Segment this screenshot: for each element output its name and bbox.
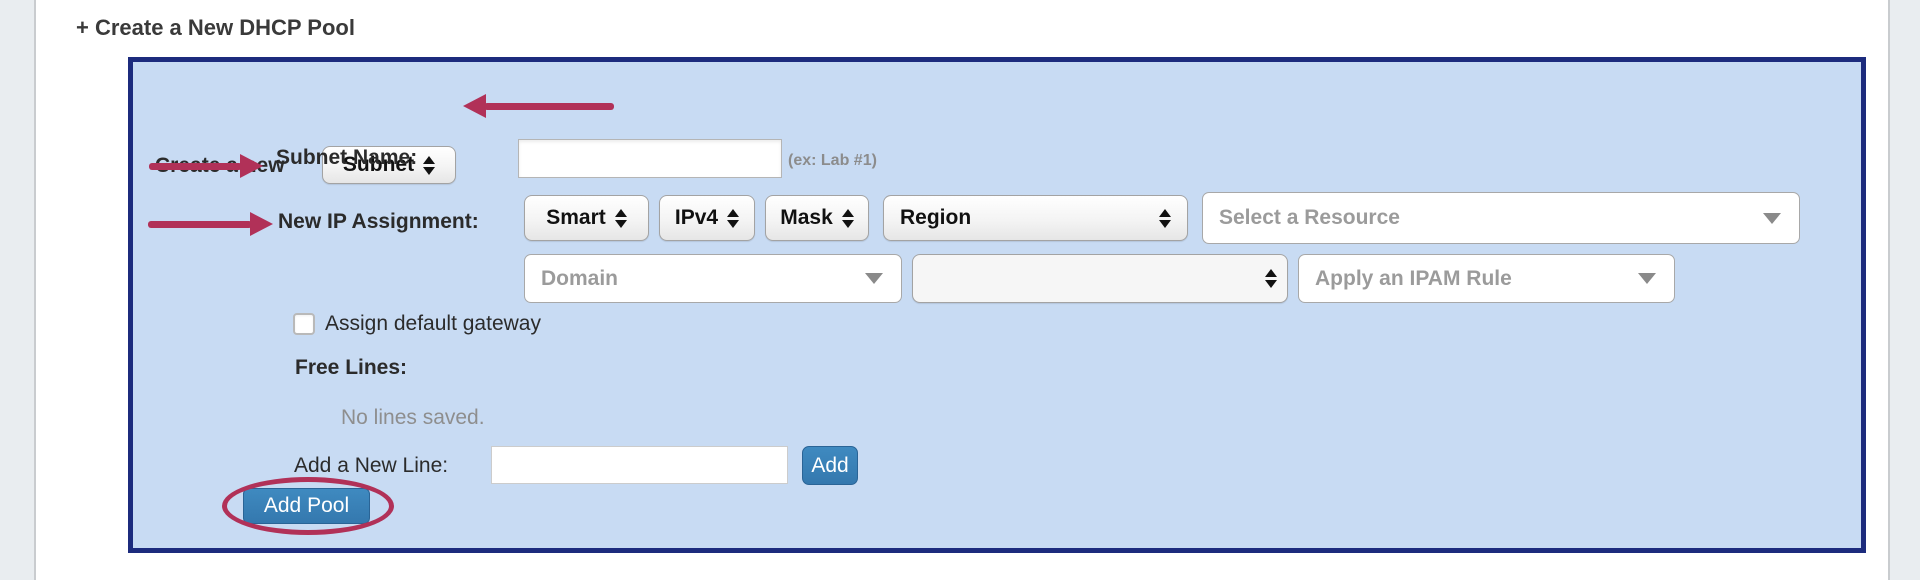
add-line-input[interactable] xyxy=(491,446,788,484)
select-stepper-icon xyxy=(727,208,740,228)
assign-default-gateway-checkbox[interactable] xyxy=(293,313,315,335)
add-a-new-line-label: Add a New Line: xyxy=(294,454,449,477)
ipam-rule-combobox-placeholder: Apply an IPAM Rule xyxy=(1315,266,1512,290)
ip-mode-select[interactable]: Smart xyxy=(524,195,649,241)
ip-family-select-value: IPv4 xyxy=(674,206,719,229)
create-dhcp-pool-panel: Create a new Subnet Subnet Name: (ex: La… xyxy=(128,57,1866,553)
add-line-button[interactable]: Add xyxy=(802,446,858,485)
add-pool-button[interactable]: Add Pool xyxy=(243,488,370,524)
annotation-arrow-ip-assignment xyxy=(148,212,273,236)
new-ip-assignment-label: New IP Assignment: xyxy=(278,210,479,233)
section-title[interactable]: + Create a New DHCP Pool xyxy=(76,15,355,40)
chevron-down-icon xyxy=(1763,212,1781,224)
select-stepper-icon xyxy=(423,155,436,175)
select-stepper-icon xyxy=(1159,208,1171,228)
arrow-right-icon xyxy=(240,154,263,178)
arrow-left-icon xyxy=(463,94,486,118)
resource-combobox[interactable]: Select a Resource xyxy=(1202,192,1800,244)
chevron-down-icon xyxy=(1638,273,1656,284)
domain-combobox-placeholder: Domain xyxy=(541,266,619,290)
pool-type-select[interactable]: Subnet xyxy=(322,146,456,184)
secondary-empty-select[interactable] xyxy=(912,254,1288,303)
left-gutter xyxy=(0,0,36,580)
chevron-down-icon xyxy=(865,273,883,284)
ip-mask-select-value: Mask xyxy=(780,206,833,229)
annotation-arrow-subnet-name xyxy=(149,154,263,178)
ip-scope-select[interactable]: Region xyxy=(883,195,1188,241)
arrow-right-icon xyxy=(250,212,273,236)
ip-family-select[interactable]: IPv4 xyxy=(659,195,755,241)
subnet-name-hint: (ex: Lab #1) xyxy=(788,152,877,169)
assign-default-gateway-label: Assign default gateway xyxy=(325,312,541,335)
subnet-name-input[interactable] xyxy=(518,139,782,178)
resource-combobox-placeholder: Select a Resource xyxy=(1219,206,1400,229)
right-gutter xyxy=(1888,0,1920,580)
free-lines-label: Free Lines: xyxy=(295,356,408,379)
domain-combobox[interactable]: Domain xyxy=(524,254,902,303)
ip-mode-select-value: Smart xyxy=(546,206,606,229)
pool-type-select-value: Subnet xyxy=(342,153,415,176)
select-stepper-icon xyxy=(614,208,627,228)
select-stepper-icon xyxy=(841,208,854,228)
select-stepper-icon xyxy=(1265,269,1277,288)
ip-scope-select-value: Region xyxy=(900,206,972,229)
ipam-rule-combobox[interactable]: Apply an IPAM Rule xyxy=(1298,254,1675,303)
ip-mask-select[interactable]: Mask xyxy=(765,195,869,241)
subnet-name-label: Subnet Name: xyxy=(276,146,418,169)
no-lines-saved-text: No lines saved. xyxy=(341,406,485,429)
annotation-arrow-pool-type xyxy=(463,94,614,118)
